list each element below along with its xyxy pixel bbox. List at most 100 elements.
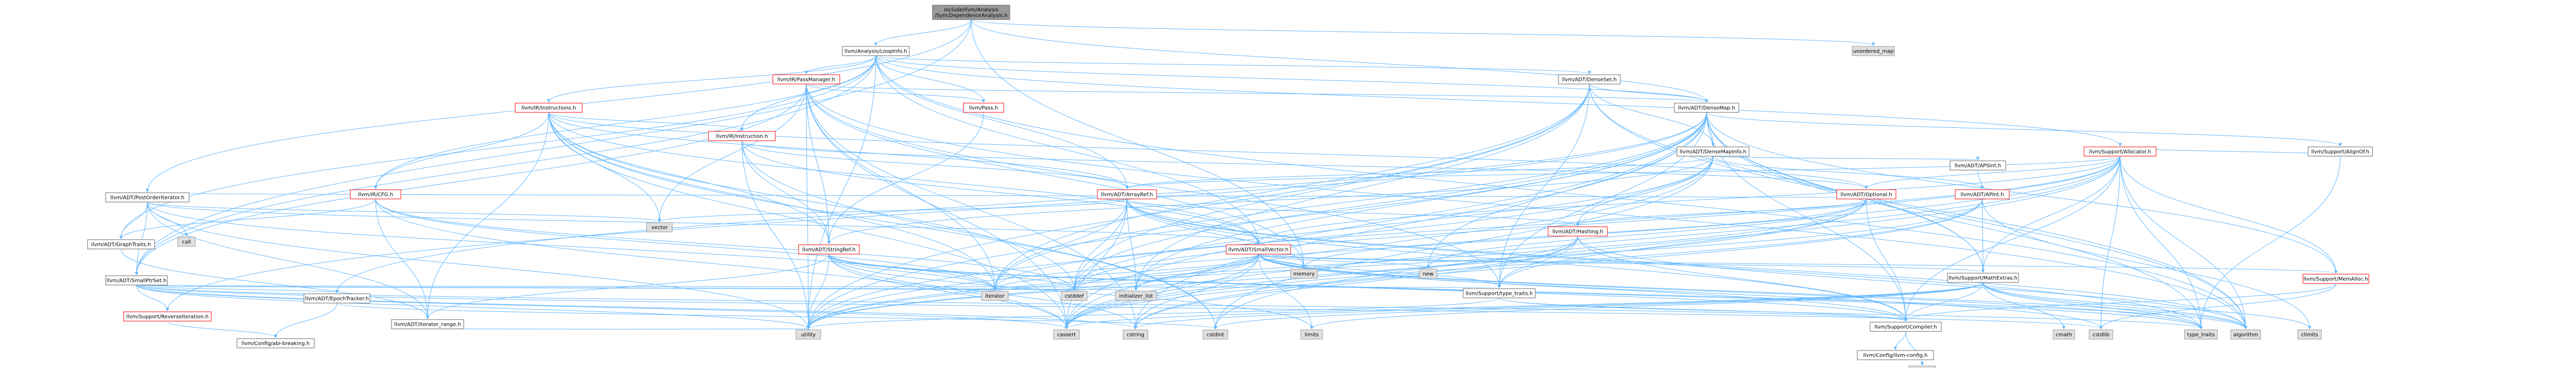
edge-SmallPtrSet-to-iterator — [136, 285, 995, 290]
node-Optional[interactable]: llvm/ADT/Optional.h — [1836, 189, 1896, 199]
node-llvm_config-label: llvm/Config/llvm-config.h — [1863, 353, 1928, 359]
node-algorithm-box — [2230, 329, 2261, 340]
node-CFG[interactable]: llvm/IR/CFG.h — [350, 189, 401, 199]
edge-root-to-DenseMap — [971, 19, 1707, 102]
dependency-edges — [121, 19, 2341, 365]
node-abi_breaking[interactable]: llvm/Config/abi-breaking.h — [236, 338, 315, 348]
node-Hashing-box — [1548, 226, 1608, 237]
edge-ArrayRef-to-memory — [1127, 198, 1304, 268]
node-MathExtras[interactable]: llvm/Support/MathExtras.h — [1947, 273, 2019, 283]
edge-LoopInfo-to-SmallVector — [875, 55, 1259, 244]
edge-DenseSet-to-DenseMap — [1589, 83, 1707, 102]
node-Instruction-label: llvm/IR/Instruction.h — [716, 134, 768, 140]
edge-Optional-to-utility — [808, 198, 1867, 329]
node-algorithm: algorithm — [2230, 329, 2261, 340]
node-LoopInfo[interactable]: llvm/Analysis/LoopInfo.h — [842, 46, 910, 56]
edge-Hashing-to-utility — [808, 236, 1578, 329]
node-AlignOf-label: llvm/Support/AlignOf.h — [2311, 149, 2369, 155]
edge-Compiler-to-stddef — [1905, 331, 1922, 365]
node-Pass[interactable]: llvm/Pass.h — [963, 103, 1004, 113]
node-Pass-box — [963, 103, 1004, 113]
node-StringRef-box — [798, 244, 860, 255]
node-SmallVector[interactable]: llvm/ADT/SmallVector.h — [1226, 244, 1291, 255]
edge-ArrayRef-to-SmallVector — [1127, 198, 1259, 244]
edge-ArrayRef-to-cstddef — [1074, 198, 1127, 290]
node-MemAlloc[interactable]: llvm/Support/MemAlloc.h — [2302, 274, 2369, 284]
node-DenseMapInfo[interactable]: llvm/ADT/DenseMapInfo.h — [1676, 146, 1750, 157]
node-root[interactable]: include/llvm/Analysis/SyncDependenceAnal… — [932, 5, 1010, 20]
edge-PostOrderIterator-to-GraphTraits — [121, 202, 148, 239]
node-Compiler-label: llvm/Support/Compiler.h — [1874, 325, 1937, 330]
node-APSInt[interactable]: llvm/ADT/APSInt.h — [1950, 160, 2006, 171]
edge-DenseSet-to-initializer_list — [1136, 83, 1590, 290]
edge-APInt-to-utility — [808, 198, 1982, 329]
node-DenseMapInfo-box — [1676, 146, 1750, 157]
node-ReverseIteration[interactable]: llvm/Support/ReverseIteration.h — [123, 311, 212, 322]
node-DenseMap[interactable]: llvm/ADT/DenseMap.h — [1674, 103, 1739, 113]
node-initializer_list-label: initializer_list — [1119, 294, 1153, 299]
node-iterator_range-box — [391, 319, 464, 329]
node-APInt[interactable]: llvm/ADT/APInt.h — [1955, 189, 2010, 199]
node-GraphTraits[interactable]: llvm/ADT/GraphTraits.h — [87, 239, 155, 249]
node-SmallPtrSet-box — [105, 275, 168, 286]
node-Hashing-label: llvm/ADT/Hashing.h — [1552, 229, 1603, 235]
edge-SmallVector-to-initializer_list — [1136, 254, 1259, 290]
edge-LoopInfo-to-CFG — [376, 55, 876, 189]
node-iterator_range[interactable]: llvm/ADT/iterator_range.h — [391, 319, 464, 329]
node-StringRef[interactable]: llvm/ADT/StringRef.h — [798, 244, 860, 255]
edge-PassManager-to-type_traits_h — [806, 83, 1499, 288]
node-llvm_config[interactable]: llvm/Config/llvm-config.h — [1857, 350, 1934, 360]
edge-DenseMap-to-utility — [808, 112, 1707, 329]
edge-EpochTracker-to-cstdint — [336, 303, 1215, 329]
edge-LoopInfo-to-Instruction — [742, 55, 876, 130]
edge-Instructions-to-StringRef — [548, 112, 829, 244]
edge-DenseMapInfo-to-APSInt — [1713, 156, 1978, 160]
edge-AlignOf-to-type_traits — [2201, 156, 2341, 329]
node-Hashing[interactable]: llvm/ADT/Hashing.h — [1548, 226, 1608, 237]
edge-MathExtras-to-cmath — [1982, 282, 2064, 329]
node-AlignOf[interactable]: llvm/Support/AlignOf.h — [2308, 146, 2373, 157]
edge-EpochTracker-to-abi_breaking — [276, 303, 337, 338]
node-type_traits-box — [2184, 329, 2218, 340]
node-utility-box — [795, 329, 821, 340]
edge-DenseSet-to-type_traits_h — [1499, 83, 1590, 288]
node-Instruction[interactable]: llvm/IR/Instruction.h — [708, 131, 776, 141]
edge-MathExtras-to-limits — [1312, 282, 1984, 329]
edge-Instructions-to-vector — [548, 112, 659, 222]
node-limits-box — [1300, 329, 1323, 340]
node-Compiler[interactable]: llvm/Support/Compiler.h — [1870, 322, 1942, 332]
node-DenseSet[interactable]: llvm/ADT/DenseSet.h — [1558, 74, 1621, 85]
edge-PostOrderIterator-to-call — [147, 202, 187, 236]
node-Optional-box — [1836, 189, 1896, 199]
node-cstdint-box — [1202, 329, 1228, 340]
edge-StringRef-to-iterator_range — [428, 254, 829, 319]
node-cstdlib-box — [2089, 329, 2113, 340]
edge-SmallVector-to-cstddef — [1074, 254, 1259, 290]
node-SmallPtrSet[interactable]: llvm/ADT/SmallPtrSet.h — [105, 275, 168, 286]
node-iterator-label: iterator — [985, 294, 1005, 299]
node-PostOrderIterator[interactable]: llvm/ADT/PostOrderIterator.h — [105, 192, 190, 203]
node-PassManager[interactable]: llvm/IR/PassManager.h — [772, 74, 840, 85]
node-ArrayRef[interactable]: llvm/ADT/ArrayRef.h — [1097, 189, 1157, 199]
edge-PassManager-to-DenseMap — [806, 83, 1707, 102]
node-cassert-box — [1053, 329, 1080, 340]
edge-StringRef-to-cassert — [828, 254, 1066, 329]
edge-LoopInfo-to-PassManager — [806, 55, 876, 74]
edge-PostOrderIterator-to-utility — [147, 202, 808, 329]
edge-Instructions-to-Instruction — [548, 112, 742, 130]
edge-Hashing-to-type_traits_h — [1499, 236, 1578, 288]
node-cstring: cstring — [1123, 329, 1148, 340]
node-new-label: new — [1423, 272, 1434, 277]
node-EpochTracker[interactable]: llvm/ADT/EpochTracker.h — [303, 293, 370, 304]
node-GraphTraits-box — [87, 239, 155, 249]
node-Instruction-box — [708, 131, 776, 141]
node-DenseSet-box — [1558, 74, 1621, 85]
node-CFG-label: llvm/IR/CFG.h — [358, 192, 393, 198]
node-Instructions[interactable]: llvm/IR/Instructions.h — [515, 103, 583, 113]
node-unordered_map-box — [1852, 46, 1895, 56]
node-Allocator[interactable]: llvm/Support/Allocator.h — [2083, 146, 2157, 157]
node-type_traits_h-box — [1463, 288, 1536, 298]
node-type_traits_h[interactable]: llvm/Support/type_traits.h — [1463, 288, 1536, 298]
edge-LoopInfo-to-Instructions — [549, 55, 876, 102]
node-unordered_map-label: unordered_map — [1853, 49, 1894, 55]
